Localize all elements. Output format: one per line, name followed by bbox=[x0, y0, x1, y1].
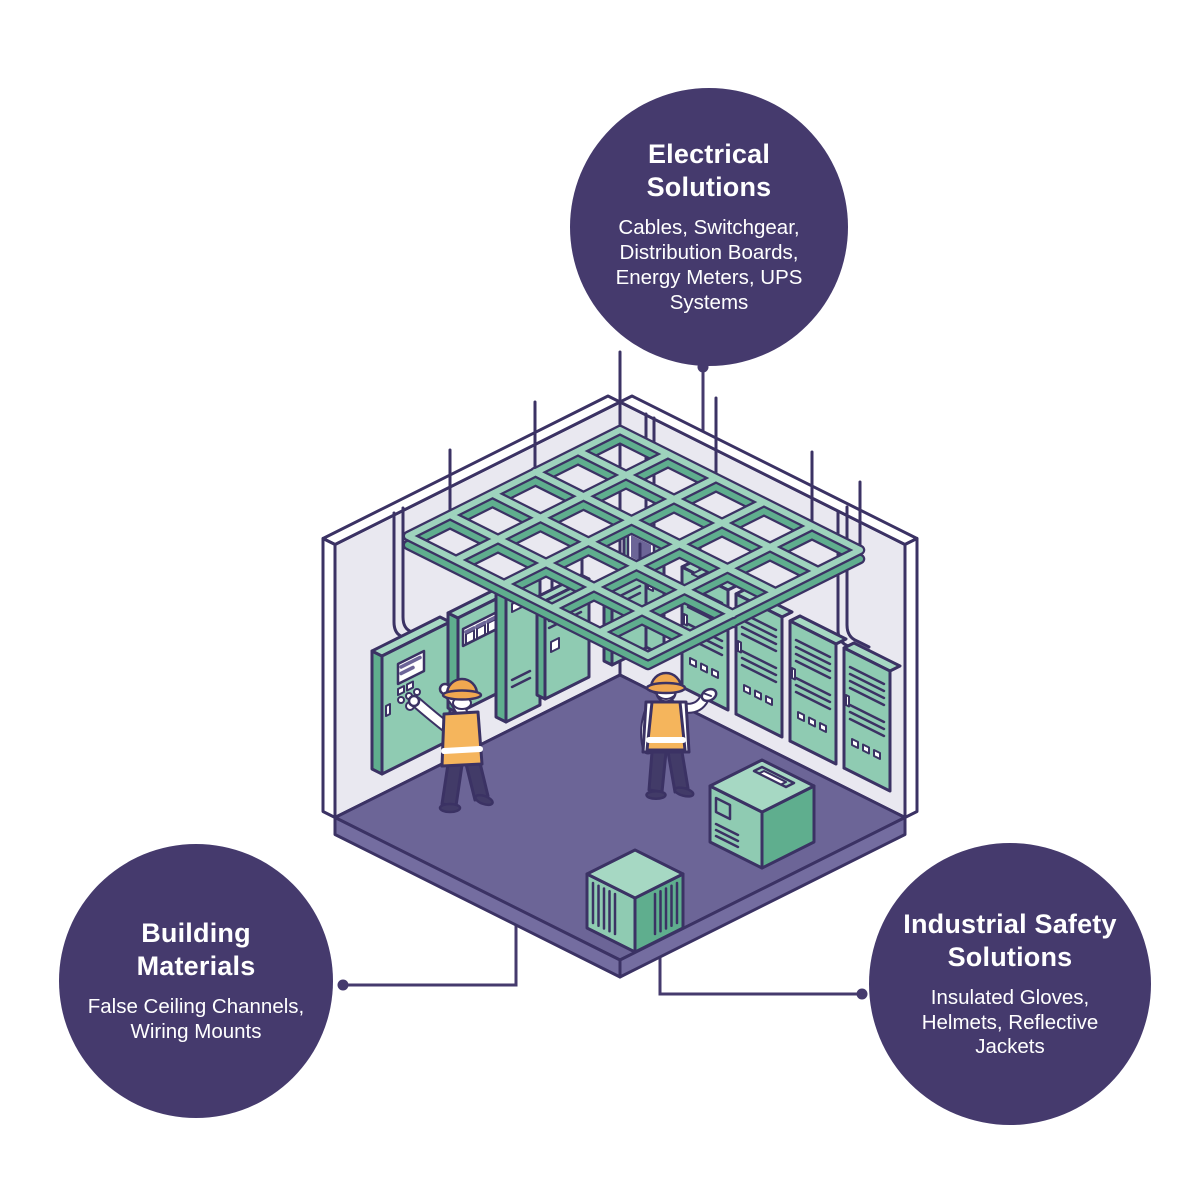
ups-box bbox=[708, 758, 816, 870]
shoe bbox=[645, 789, 667, 801]
connector-dot-left bbox=[337, 979, 349, 991]
hand bbox=[407, 694, 421, 708]
handle-slot bbox=[758, 770, 787, 786]
leg bbox=[647, 750, 668, 794]
bubble-industrial-safety-solutions: Industrial Safety Solutions Insulated Gl… bbox=[869, 843, 1151, 1125]
bubble-title: Electrical Solutions bbox=[646, 139, 772, 203]
shoe bbox=[474, 793, 494, 807]
bubble-electrical-solutions: Electrical Solutions Cables, Switchgear,… bbox=[570, 88, 848, 366]
floor-side-right bbox=[618, 816, 907, 979]
worker-operating-panel bbox=[407, 677, 494, 814]
shoe bbox=[673, 786, 695, 798]
bubble-description: False Ceiling Channels, Wiring Mounts bbox=[87, 995, 305, 1043]
shoe bbox=[438, 802, 462, 814]
ups-display bbox=[714, 796, 732, 821]
bubble-description: Cables, Switchgear, Distribution Boards,… bbox=[615, 216, 803, 314]
tall-cabinet bbox=[494, 570, 542, 724]
left-wall-panels bbox=[370, 570, 542, 776]
bubble-description: Insulated Gloves, Helmets, Reflective Ja… bbox=[921, 985, 1099, 1059]
bubble-title: Industrial Safety Solutions bbox=[903, 908, 1117, 972]
equipment-box bbox=[585, 848, 685, 954]
right-wall-end-cap bbox=[903, 537, 919, 819]
bubble-building-materials: Building Materials False Ceiling Channel… bbox=[59, 844, 333, 1118]
distribution-cabinet bbox=[842, 641, 902, 793]
safety-vest bbox=[440, 710, 484, 768]
distribution-cabinet bbox=[788, 614, 848, 766]
worker-gesturing bbox=[640, 671, 718, 801]
bubble-title: Building Materials bbox=[136, 918, 256, 982]
connector-dot-right bbox=[856, 988, 868, 1000]
left-wall-end-cap bbox=[321, 537, 337, 819]
